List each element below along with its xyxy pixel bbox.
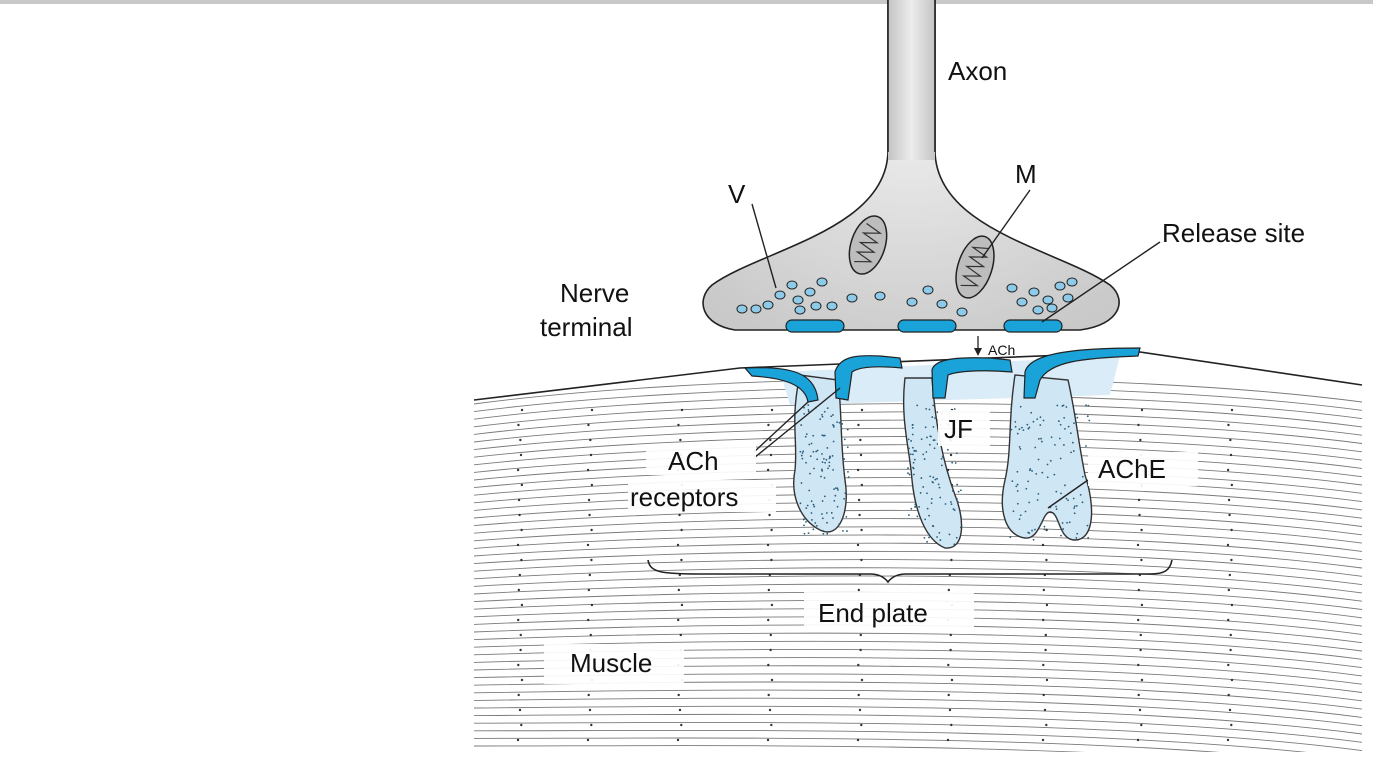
ache-label: AChE bbox=[1098, 454, 1166, 484]
junctional-fold-label: JF bbox=[944, 414, 973, 444]
muscle-striations bbox=[474, 378, 1362, 752]
release-site-1 bbox=[785, 319, 845, 333]
end-plate-brace bbox=[647, 559, 1173, 584]
leader-lines bbox=[751, 189, 1161, 509]
ach-release-arrow bbox=[974, 336, 982, 356]
ach-receptors-label-line2: receptors bbox=[630, 482, 738, 512]
axon-label: Axon bbox=[948, 56, 1007, 86]
ach-label: ACh bbox=[988, 342, 1015, 358]
end-plate-label: End plate bbox=[818, 598, 928, 628]
vesicle-label: V bbox=[728, 179, 746, 209]
label-backgrounds bbox=[544, 410, 1198, 684]
release-site-label: Release site bbox=[1162, 218, 1305, 248]
nerve-terminal bbox=[702, 0, 1120, 333]
mitochondrion-left bbox=[848, 215, 888, 275]
nerve-terminal-label-line1: Nerve bbox=[560, 278, 629, 308]
mitochondrion-right bbox=[955, 235, 995, 299]
nerve-terminal-label-line2: terminal bbox=[540, 312, 632, 342]
mitochondrion-label: M bbox=[1015, 159, 1037, 189]
release-site-2 bbox=[897, 319, 957, 333]
synaptic-vesicles bbox=[736, 277, 1078, 317]
release-site-3 bbox=[1003, 319, 1063, 333]
top-border bbox=[0, 0, 1373, 4]
junctional-folds bbox=[743, 347, 1141, 549]
ach-receptors-label-line1: ACh bbox=[668, 446, 719, 476]
muscle-label: Muscle bbox=[570, 648, 652, 678]
